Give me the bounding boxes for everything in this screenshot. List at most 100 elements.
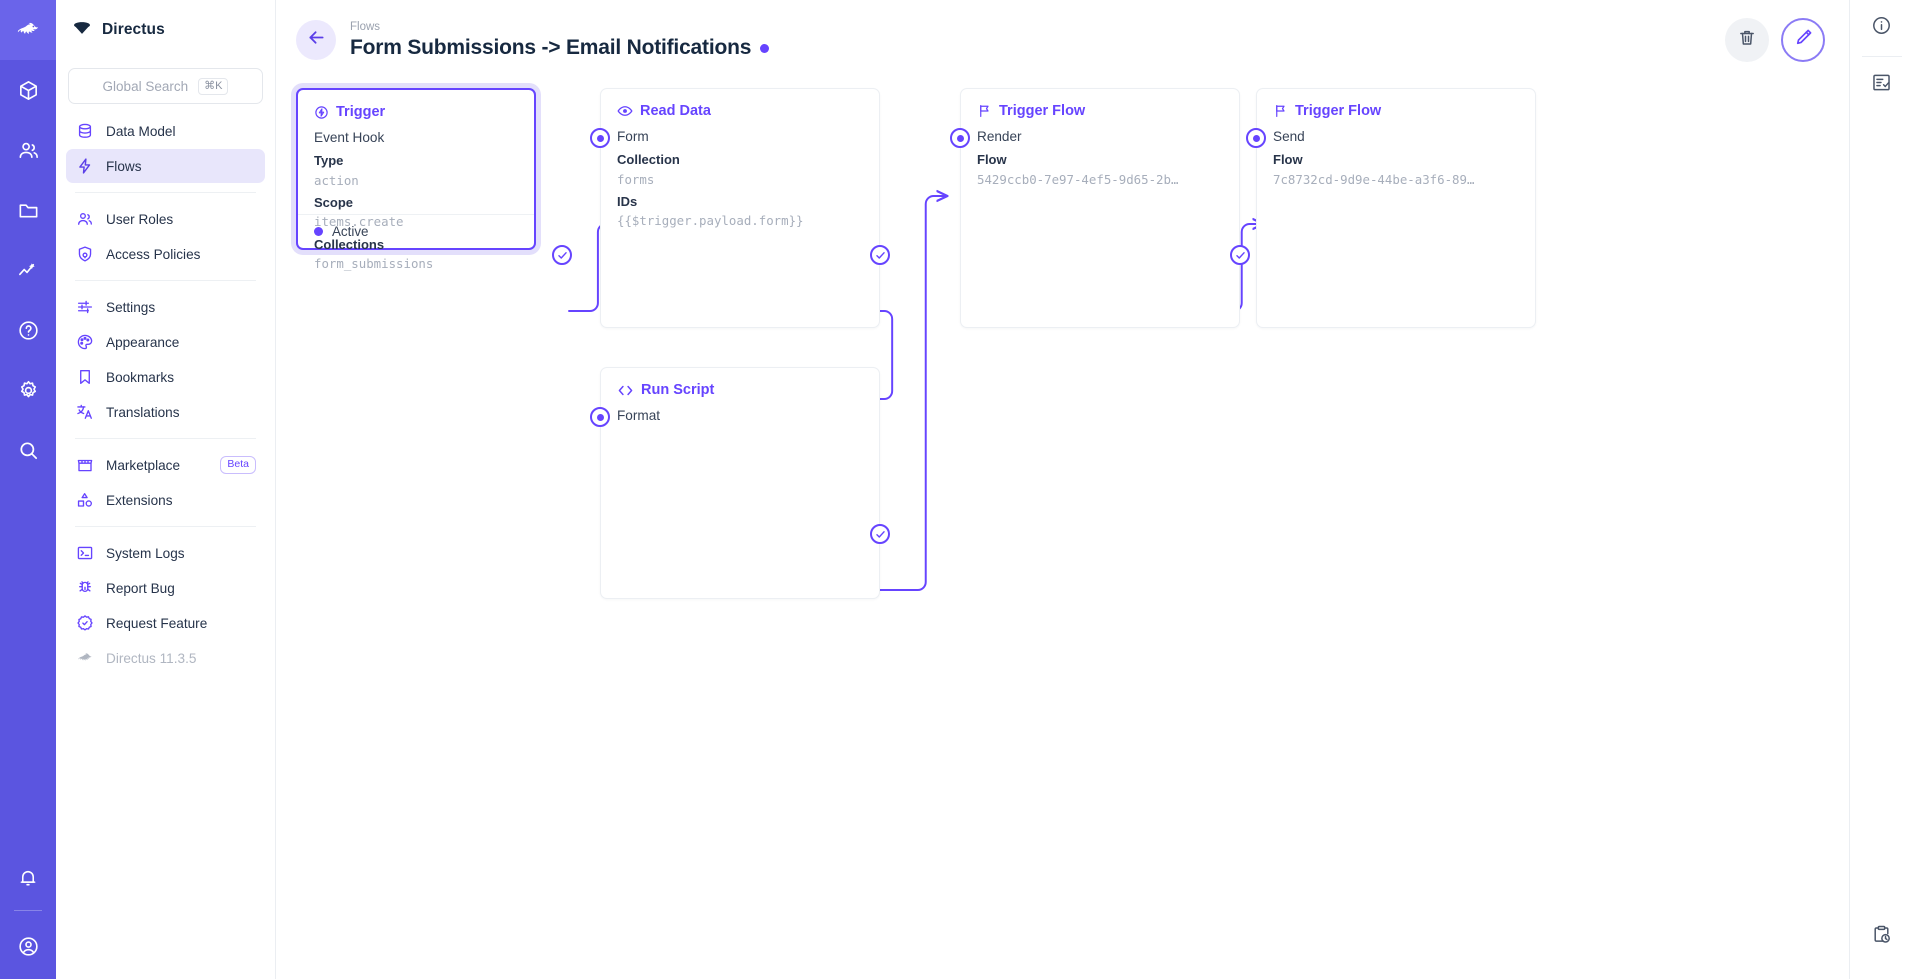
node-body: Event Hook Type action Scope items.creat… — [298, 128, 534, 284]
flow-node-run-script[interactable]: Run Script Format — [600, 367, 880, 599]
sidebar-item-data-model[interactable]: Data Model — [66, 114, 265, 148]
storefront-icon — [75, 456, 94, 475]
node-type-label: Trigger — [336, 104, 386, 120]
port-input-read-data[interactable] — [590, 128, 610, 148]
node-type-label: Trigger Flow — [999, 103, 1086, 119]
flow-node-trigger-flow-render[interactable]: Trigger Flow Render Flow 5429ccb0-7e97-4… — [960, 88, 1240, 328]
sidebar-item-label: Request Feature — [106, 615, 208, 631]
field-value: 5429ccb0-7e97-4ef5-9d65-2b… — [977, 171, 1179, 187]
flow-node-read-data[interactable]: Read Data Form Collection forms IDs {{$t… — [600, 88, 880, 328]
right-sidebar — [1849, 0, 1913, 979]
module-item-docs[interactable] — [0, 300, 56, 360]
field-value: {{$trigger.payload.form}} — [617, 213, 804, 229]
node-header: Read Data — [601, 89, 879, 127]
module-item-account[interactable] — [0, 913, 56, 979]
page-header: Flows Form Submissions -> Email Notifica… — [276, 0, 1849, 80]
search-shortcut: ⌘K — [198, 77, 229, 95]
node-name: Render — [977, 129, 1022, 144]
flow-node-trigger[interactable]: Trigger Event Hook Type action Scope ite… — [296, 88, 536, 271]
sidebar-item-version[interactable]: Directus 11.3.5 — [66, 641, 265, 675]
module-bar — [0, 0, 56, 979]
sidebar-item-label: Marketplace — [106, 457, 181, 473]
sidebar-item-system-logs[interactable]: System Logs — [66, 536, 265, 570]
sidebar-item-label: Appearance — [106, 334, 180, 350]
directus-diamond-logo — [72, 18, 92, 43]
module-item-notifications[interactable] — [0, 848, 56, 908]
info-circle-icon — [1871, 15, 1892, 41]
info-button[interactable] — [1850, 0, 1913, 56]
field-key: Flow — [977, 152, 1007, 168]
node-name: Format — [617, 408, 661, 423]
field-key: Scope — [314, 195, 354, 211]
bookmark-icon — [75, 368, 94, 387]
port-resolve-trigger-flow-render[interactable] — [1230, 245, 1250, 265]
port-resolve-trigger[interactable] — [552, 245, 572, 265]
sidebar-item-request-feature[interactable]: Request Feature — [66, 606, 265, 640]
terminal-icon — [75, 544, 94, 563]
sidebar-item-label: Data Model — [106, 123, 176, 139]
sidebar-item-access-policies[interactable]: Access Policies — [66, 237, 265, 271]
project-header: Directus — [56, 0, 275, 60]
port-input-run-script[interactable] — [590, 407, 610, 427]
directus-logo-button[interactable] — [0, 0, 56, 60]
field-key: Type — [314, 153, 344, 169]
port-resolve-read-data[interactable] — [870, 245, 890, 265]
sidebar-item-extensions[interactable]: Extensions — [66, 483, 265, 517]
back-button[interactable] — [296, 20, 336, 60]
sidebar-item-report-bug[interactable]: Report Bug — [66, 571, 265, 605]
edit-flow-button[interactable] — [1781, 18, 1825, 62]
project-name: Directus — [102, 21, 165, 38]
sidebar-item-settings[interactable]: Settings — [66, 290, 265, 324]
sidebar-item-user-roles[interactable]: User Roles — [66, 202, 265, 236]
field-key: Flow — [1273, 152, 1303, 168]
field-key: Collections — [314, 236, 385, 252]
sidebar-item-translations[interactable]: Translations — [66, 395, 265, 429]
rail-divider — [1861, 56, 1902, 57]
bolt-icon — [75, 157, 94, 176]
field-value: 7c8732cd-9d9e-44be-a3f6-89… — [1273, 171, 1475, 187]
sliders-icon — [75, 298, 94, 317]
node-name: Form — [617, 129, 649, 144]
shield-lock-icon — [75, 245, 94, 264]
translate-icon — [75, 403, 94, 422]
node-header: Trigger Flow — [961, 89, 1239, 127]
main-area: Flows Form Submissions -> Email Notifica… — [276, 0, 1849, 979]
sidebar-item-appearance[interactable]: Appearance — [66, 325, 265, 359]
sidebar-item-bookmarks[interactable]: Bookmarks — [66, 360, 265, 394]
module-item-settings[interactable] — [0, 360, 56, 420]
module-item-search[interactable] — [0, 420, 56, 480]
sidebar-item-label: Bookmarks — [106, 369, 174, 385]
global-search-input[interactable]: Global Search ⌘K — [68, 68, 263, 104]
flag-icon — [977, 103, 992, 119]
navigation-sidebar: Directus Global Search ⌘K Data Model Flo… — [56, 0, 276, 979]
port-dot — [956, 134, 964, 142]
gear-icon — [17, 379, 40, 402]
port-dot — [1252, 134, 1260, 142]
sidebar-item-marketplace[interactable]: Marketplace Beta — [66, 448, 265, 482]
module-item-insights[interactable] — [0, 240, 56, 300]
module-item-files[interactable] — [0, 180, 56, 240]
port-resolve-run-script[interactable] — [870, 524, 890, 544]
delete-flow-button[interactable] — [1725, 18, 1769, 62]
node-header: Run Script — [601, 368, 879, 406]
module-item-users[interactable] — [0, 120, 56, 180]
logs-button[interactable] — [1850, 909, 1913, 965]
flow-node-trigger-flow-send[interactable]: Trigger Flow Send Flow 7c8732cd-9d9e-44b… — [1256, 88, 1536, 328]
port-input-trigger-flow-render[interactable] — [950, 128, 970, 148]
module-item-content[interactable] — [0, 60, 56, 120]
database-icon — [75, 122, 94, 141]
node-body: Send Flow 7c8732cd-9d9e-44be-a3f6-89… — [1257, 127, 1535, 199]
clipboard-clock-icon — [1871, 924, 1892, 950]
page-title: Form Submissions -> Email Notifications — [350, 36, 752, 60]
activity-button[interactable] — [1850, 57, 1913, 113]
sidebar-item-label: Settings — [106, 299, 156, 315]
node-status-label: Active — [332, 224, 369, 239]
sidebar-item-flows[interactable]: Flows — [66, 149, 265, 183]
trigger-bolt-circle-icon — [314, 105, 329, 120]
breadcrumb[interactable]: Flows — [350, 20, 381, 33]
port-input-trigger-flow-send[interactable] — [1246, 128, 1266, 148]
module-bar-divider — [14, 910, 42, 911]
node-body: Form Collection forms IDs {{$trigger.pay… — [601, 127, 879, 241]
search-placeholder: Global Search — [102, 78, 189, 94]
flow-canvas[interactable]: Trigger Event Hook Type action Scope ite… — [276, 80, 1849, 979]
